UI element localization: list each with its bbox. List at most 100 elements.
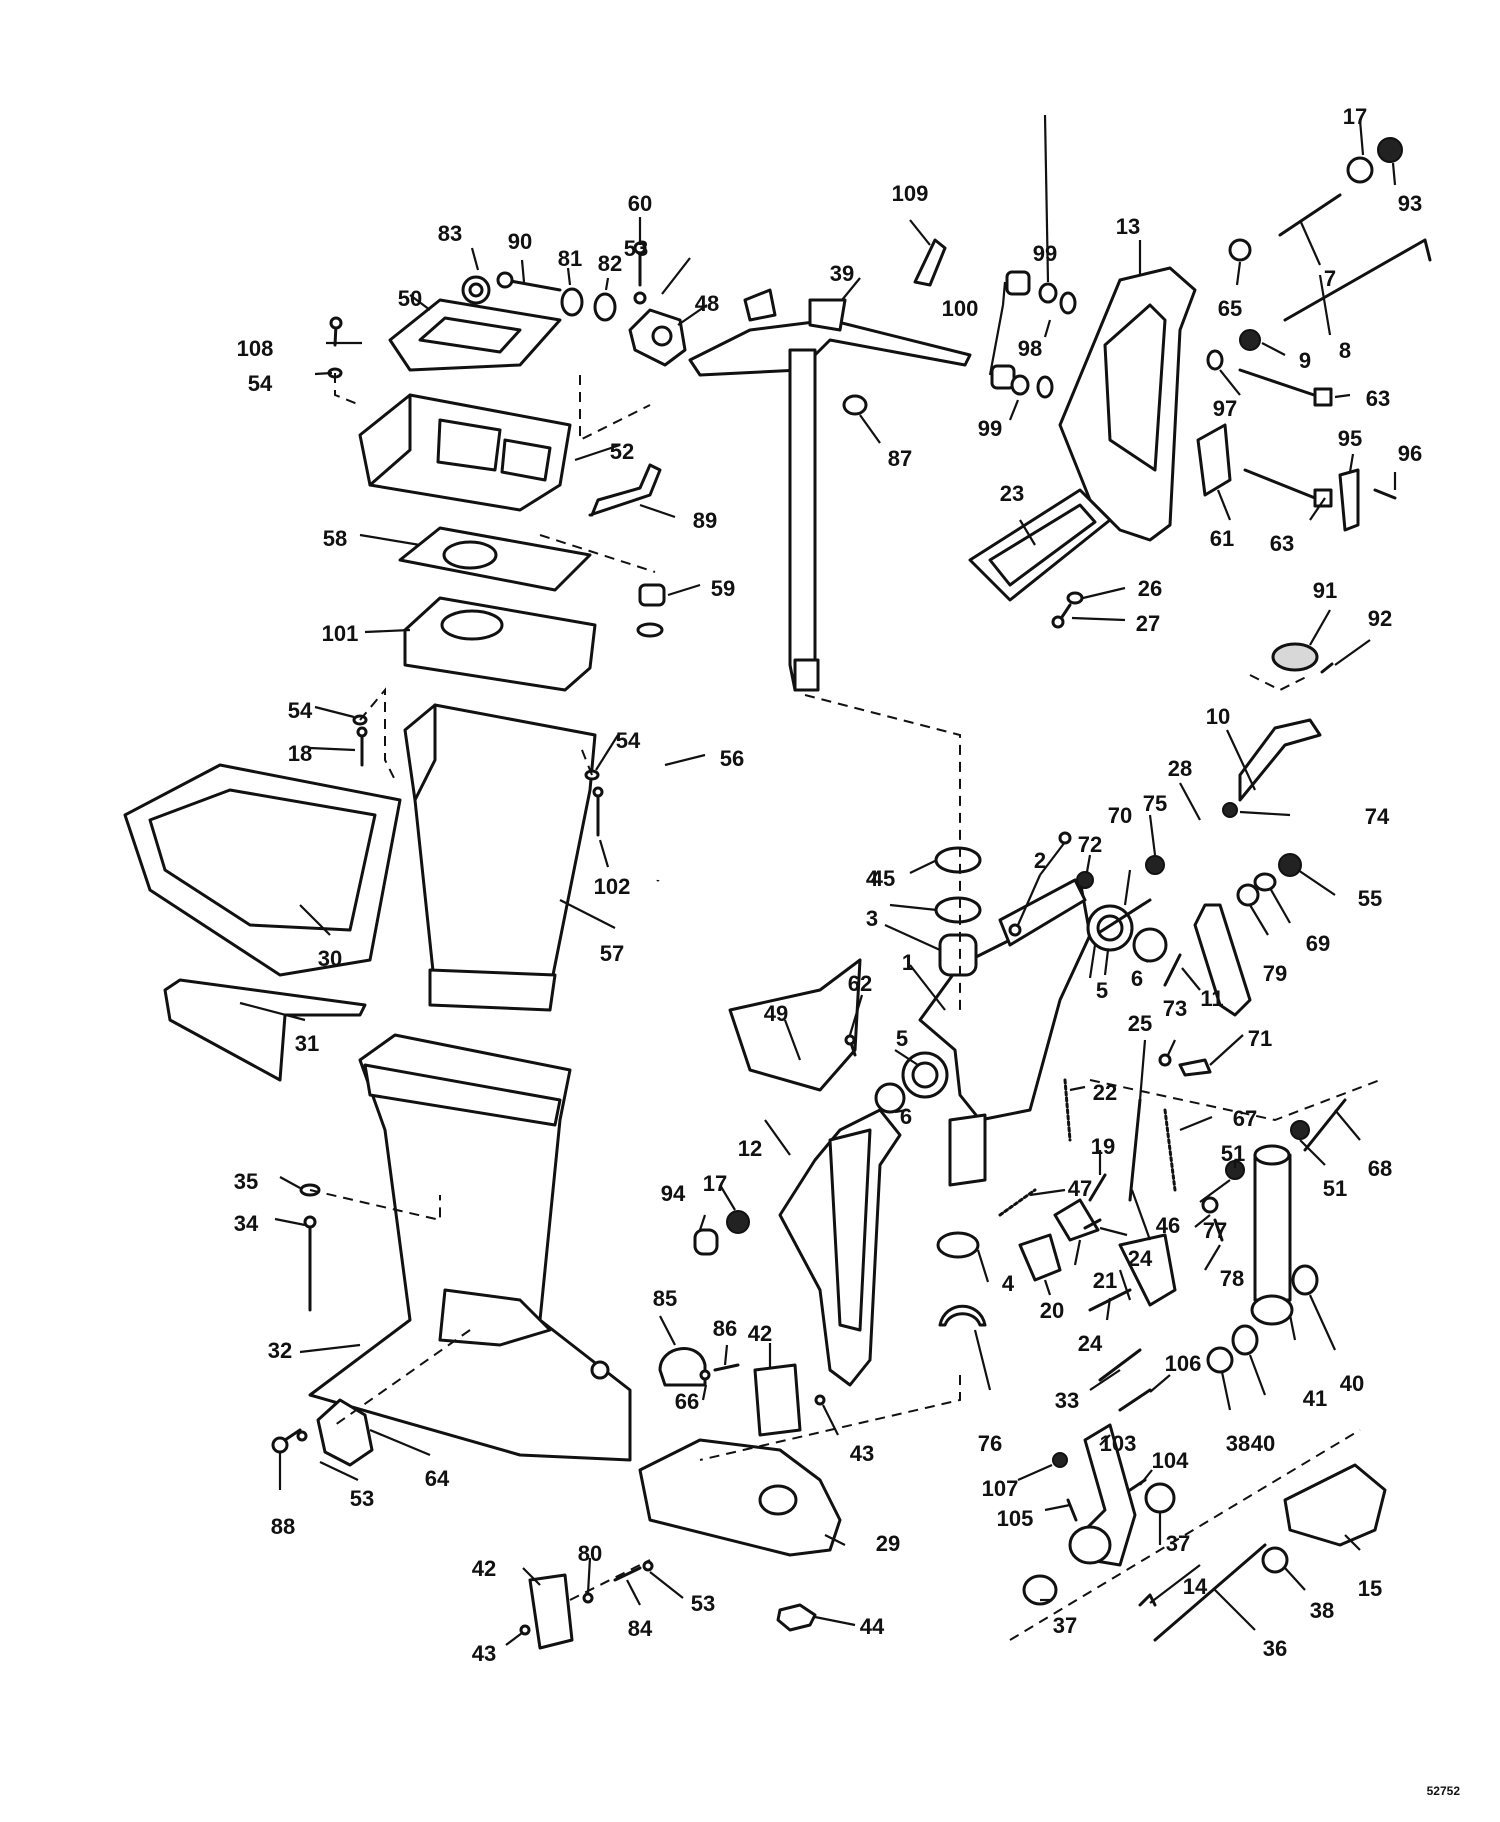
washer-98: [1036, 291, 1077, 399]
lower-housing-32: [308, 1033, 632, 1462]
callout-20: 20: [1040, 1298, 1064, 1323]
callout-53: 53: [350, 1486, 374, 1511]
callout-94: 94: [661, 1181, 686, 1206]
callout-7: 7: [1324, 266, 1336, 291]
callout-87: 87: [888, 446, 912, 471]
callout-51: 51: [1221, 1141, 1245, 1166]
callout-71: 71: [1248, 1026, 1272, 1051]
bolt-11: [1163, 953, 1182, 987]
grease-fitting-2: [1008, 831, 1072, 937]
callout-38: 38: [1310, 1598, 1334, 1623]
pin-73: [1158, 1053, 1172, 1067]
callout-99: 99: [1033, 241, 1057, 266]
washer-26: [1066, 591, 1084, 605]
callout-80: 80: [578, 1541, 602, 1566]
adapter-housing-52: [358, 393, 572, 512]
callout-56: 56: [720, 746, 744, 771]
handle-89: [588, 463, 662, 517]
nut-55: [1278, 853, 1302, 877]
callout-75: 75: [1143, 791, 1167, 816]
callout-5: 5: [1096, 978, 1108, 1003]
washer-81: [560, 287, 584, 317]
callout-11: 11: [1200, 986, 1223, 1011]
nut-75: [1145, 855, 1165, 875]
callout-42: 42: [748, 1321, 772, 1346]
callout-8: 8: [1339, 338, 1351, 363]
callout-39: 39: [830, 261, 854, 286]
washer-79: [1236, 883, 1260, 907]
water-tube-56: [636, 622, 669, 882]
callout-64: 64: [425, 1466, 450, 1491]
manual-release-103: [1068, 1423, 1137, 1567]
screw-90: [496, 271, 562, 292]
plate-42-lower: [528, 1573, 574, 1650]
swivel-bracket-1: [918, 878, 1092, 1187]
callout-37: 37: [1166, 1531, 1190, 1556]
screw-18: [356, 726, 368, 767]
shaft-36: [1153, 1543, 1267, 1642]
cam-20: [1018, 1233, 1062, 1282]
callout-68: 68: [1368, 1156, 1392, 1181]
pin-19: [1088, 1173, 1107, 1202]
washer-38-lower: [1261, 1546, 1289, 1574]
gasket-50: [388, 298, 562, 372]
callout-45: 45: [871, 866, 895, 891]
screw-43-lower: [519, 1624, 531, 1636]
callout-96: 96: [1398, 441, 1422, 466]
callout-24: 24: [1078, 1331, 1103, 1356]
callout-69: 69: [1306, 931, 1330, 956]
plate-91: [1271, 642, 1319, 672]
bushing-83: [461, 275, 491, 305]
callout-89: 89: [693, 508, 717, 533]
callout-15: 15: [1358, 1576, 1382, 1601]
callout-28: 28: [1168, 756, 1192, 781]
callout-93: 93: [1398, 191, 1422, 216]
callout-52: 52: [610, 439, 634, 464]
spring-67: [1163, 1108, 1177, 1192]
steering-arm-39: [688, 288, 972, 692]
bushing-3: [938, 933, 978, 977]
washer-6-upper: [1132, 927, 1168, 963]
callout-91: 91: [1313, 578, 1337, 603]
nut-17-top: [1346, 156, 1374, 184]
bushing-76: [938, 1304, 987, 1327]
callout-9: 9: [1299, 348, 1311, 373]
callout-43: 43: [472, 1641, 496, 1666]
screw-88: [271, 1428, 302, 1454]
callout-6: 6: [900, 1104, 912, 1129]
callout-1: 1: [902, 950, 914, 975]
assembly-dashed-lines: [309, 373, 1381, 1641]
callout-14: 14: [1183, 1574, 1208, 1599]
callout-38: 38: [1226, 1431, 1250, 1456]
spring-109: [913, 238, 947, 287]
callout-48: 48: [695, 291, 719, 316]
callout-58: 58: [323, 526, 347, 551]
callout-100: 100: [942, 296, 979, 321]
tilt-cylinder-41: [1250, 1144, 1294, 1326]
bolt-63-lower: [1243, 468, 1333, 508]
document-number: 52752: [1427, 1784, 1461, 1798]
callout-108: 108: [237, 336, 274, 361]
callout-54: 54: [288, 698, 313, 723]
callout-101: 101: [322, 621, 359, 646]
callout-102: 102: [594, 874, 631, 899]
washer-53-bottom: [642, 1560, 654, 1572]
washer-66: [699, 1369, 711, 1381]
screw-62: [844, 1034, 857, 1057]
nut-53-top: [633, 291, 647, 305]
screw-86: [713, 1363, 740, 1372]
callout-4: 4: [866, 866, 879, 891]
callout-60: 60: [628, 191, 652, 216]
callout-47: 47: [1068, 1176, 1092, 1201]
callout-109: 109: [892, 181, 929, 206]
callout-62: 62: [848, 971, 872, 996]
callout-13: 13: [1116, 214, 1140, 239]
callout-65: 65: [1218, 296, 1242, 321]
washer-77: [1201, 1196, 1219, 1214]
callout-12: 12: [738, 1136, 762, 1161]
callout-24: 24: [1128, 1246, 1153, 1271]
callout-25: 25: [1128, 1011, 1152, 1036]
bracket-48: [628, 308, 687, 367]
thrust-plate-23: [968, 488, 1112, 602]
